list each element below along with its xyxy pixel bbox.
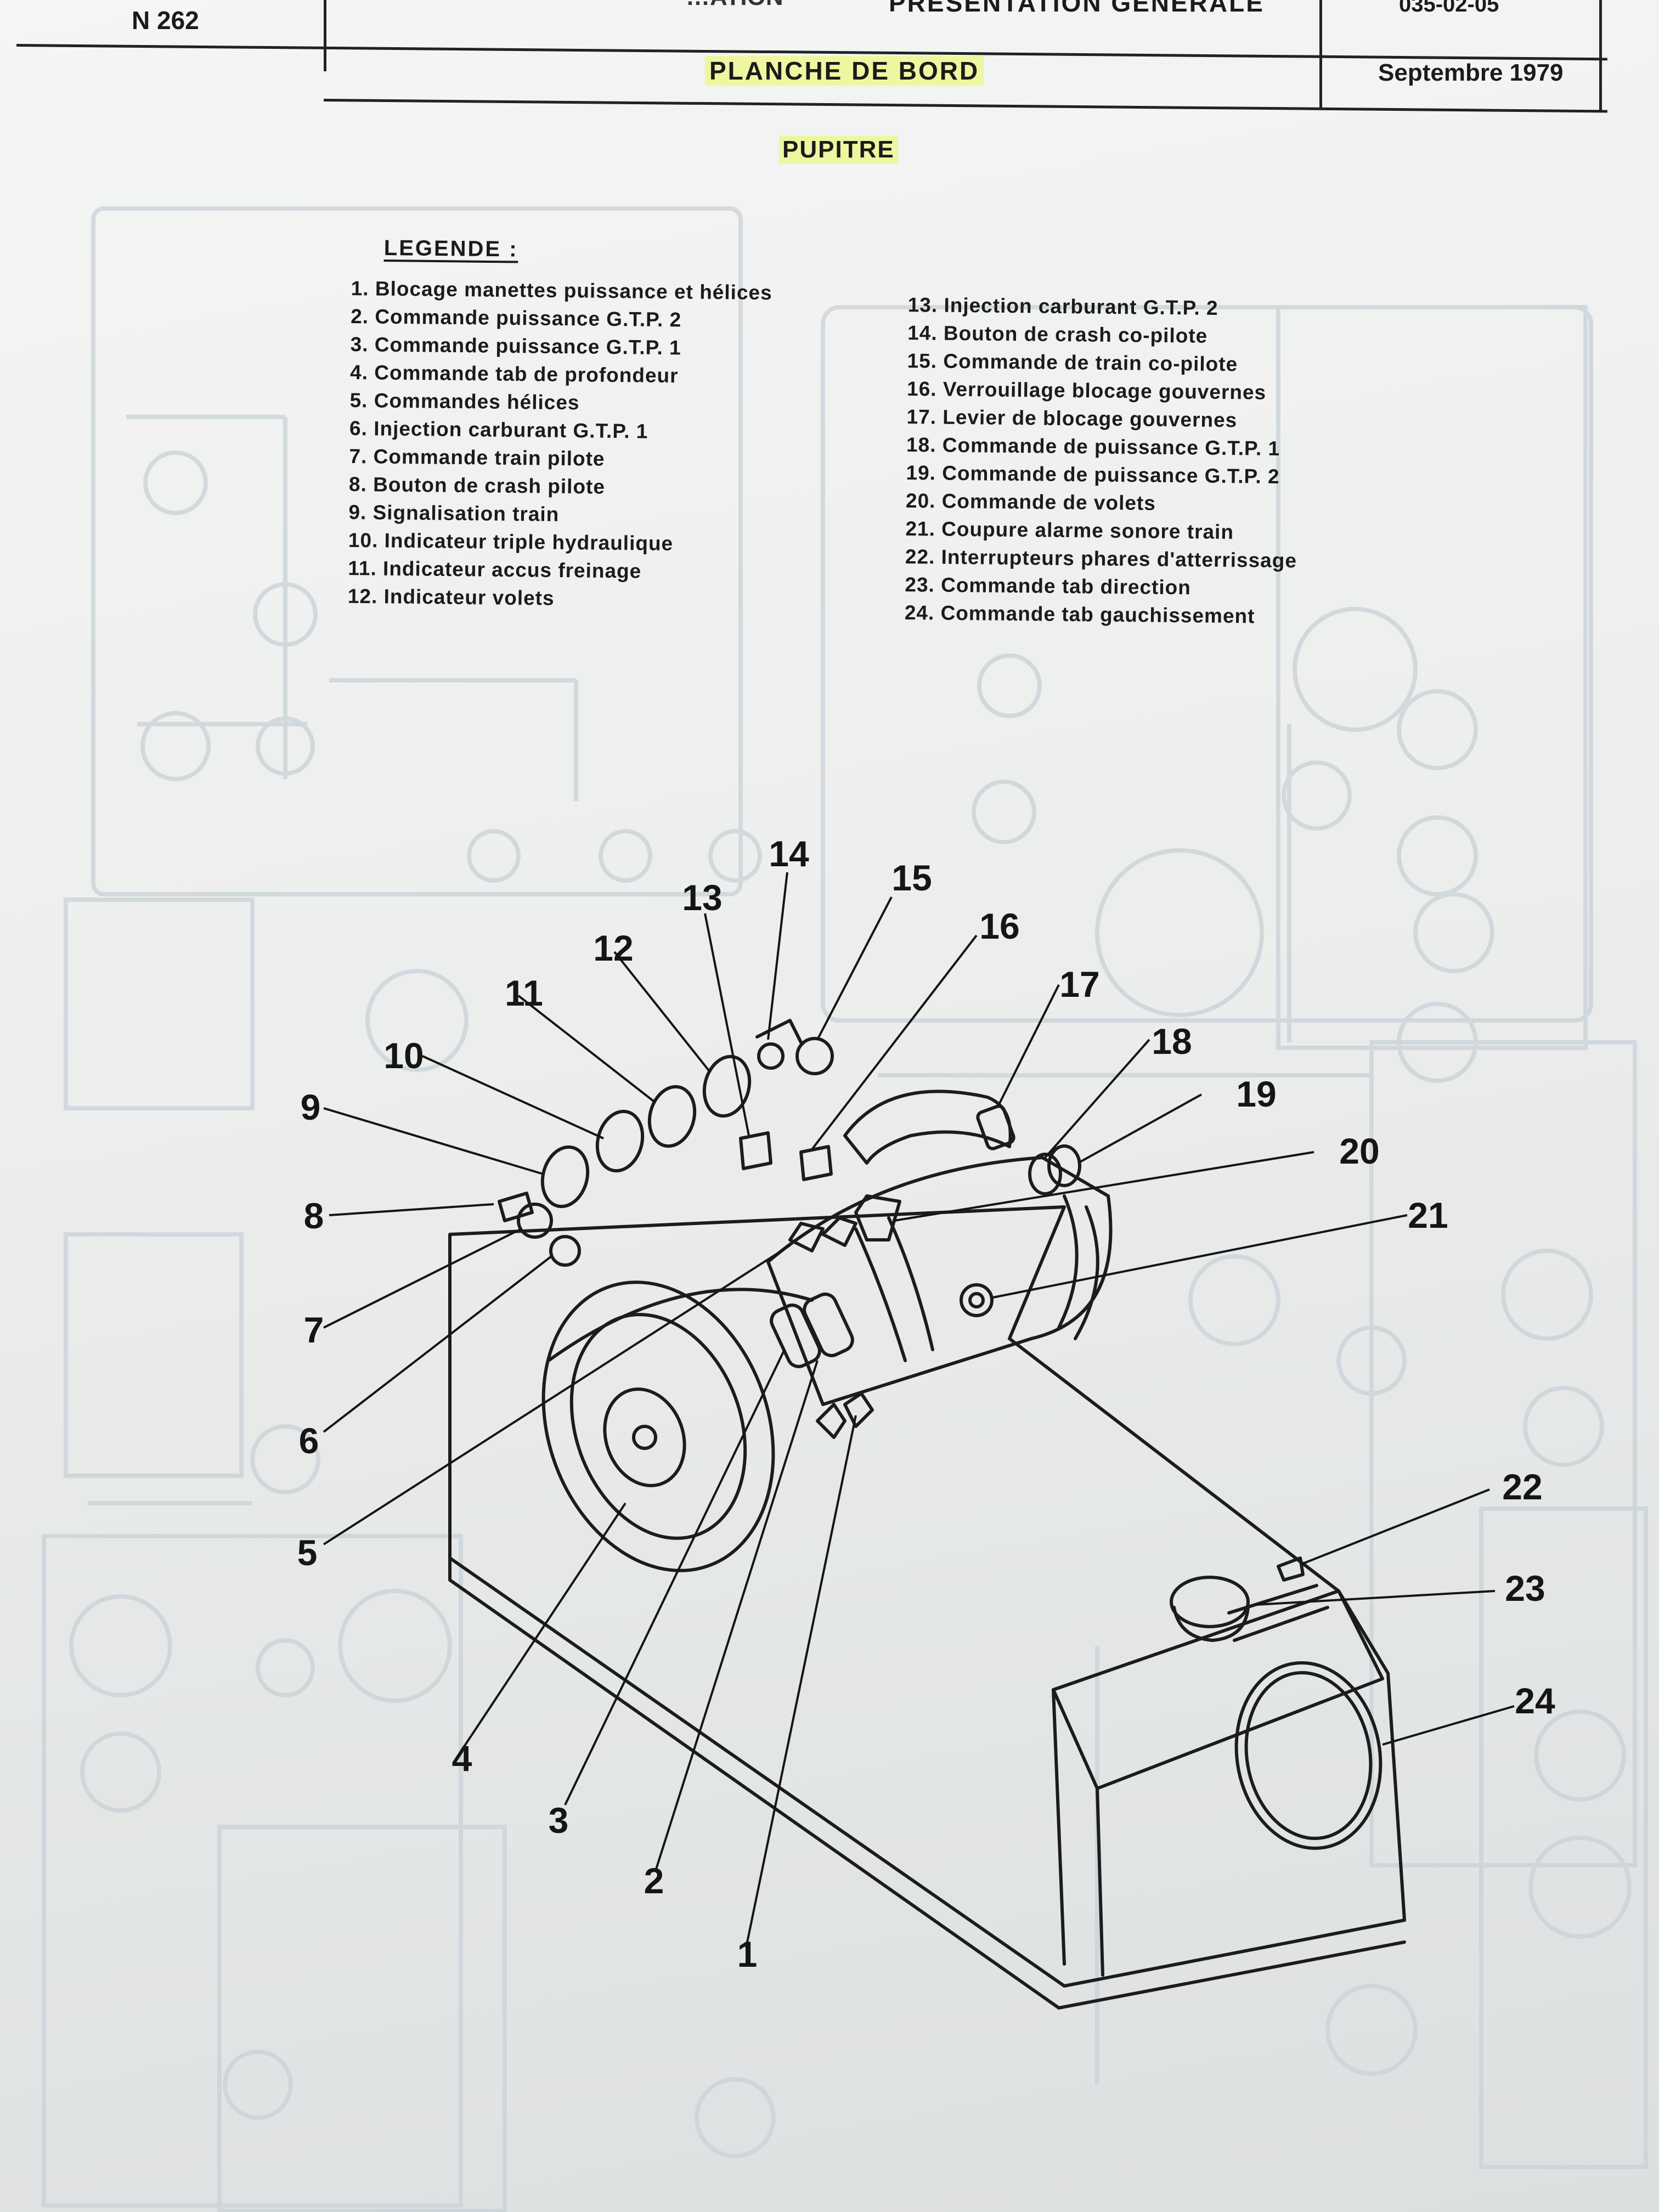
callout-number: 7	[303, 1310, 324, 1350]
gear-alarm-cutout-button	[960, 1283, 994, 1317]
throttle-quadrant-drum	[766, 1156, 1113, 1406]
gust-lock-lever	[843, 1090, 1012, 1165]
callout-number: 2	[644, 1860, 664, 1901]
callout-number: 3	[548, 1800, 569, 1841]
leader-lines	[323, 872, 1515, 1948]
landing-light-switches	[1277, 1556, 1305, 1582]
header-divider-3	[1599, 0, 1602, 112]
copilot-crash-button	[757, 1042, 785, 1070]
pilot-gear-control	[517, 1203, 553, 1239]
callout-number: 19	[1236, 1074, 1277, 1114]
board-title: PLANCHE DE BORD	[705, 56, 984, 86]
header-category: …ATION	[686, 0, 783, 11]
document-number: N 262	[132, 6, 199, 35]
console-body-outline	[448, 1205, 1406, 1988]
callout-number: 16	[979, 906, 1020, 946]
flaps-lever	[854, 1194, 901, 1242]
publication-date: Septembre 1979	[1378, 59, 1564, 86]
brake-accumulator-indicator	[647, 1085, 697, 1148]
propeller-levers	[788, 1216, 857, 1252]
triple-hydraulic-indicator	[595, 1109, 645, 1173]
header-divider-2	[1319, 0, 1322, 110]
control-lock-latch	[799, 1145, 833, 1181]
power-lever-2	[770, 1304, 821, 1368]
callout-number: 11	[505, 973, 543, 1013]
copilot-gear-control	[795, 1037, 834, 1075]
callout-number: 1	[737, 1934, 758, 1974]
callout-number: 12	[593, 928, 634, 968]
callout-number: 6	[298, 1420, 319, 1461]
callout-number: 13	[682, 877, 723, 918]
elevator-trim-wheel	[541, 1280, 775, 1572]
page-subtitle: PUPITRE	[779, 136, 898, 163]
header-divider-1	[324, 0, 326, 71]
callout-number: 4	[452, 1738, 472, 1779]
gear-indicator	[540, 1145, 590, 1209]
flaps-indicator	[702, 1054, 752, 1118]
callout-number: 14	[769, 833, 809, 874]
reference-code: 035-02-05	[1399, 0, 1499, 16]
aileron-trim-wheel	[1234, 1661, 1383, 1850]
callout-number: 24	[1515, 1680, 1555, 1721]
callout-number: 17	[1059, 964, 1100, 1005]
callout-number: 5	[297, 1532, 318, 1573]
console-base-edge	[448, 1556, 1406, 2010]
callout-number: 10	[383, 1035, 424, 1076]
callout-number: 22	[1502, 1466, 1543, 1507]
callout-number: 8	[303, 1195, 324, 1236]
fuel-injection-1	[549, 1235, 581, 1267]
callout-number: 23	[1505, 1568, 1545, 1609]
power-knob-19	[1047, 1144, 1081, 1187]
lever-lock	[816, 1392, 874, 1439]
callout-number: 15	[891, 857, 932, 898]
callout-number: 18	[1152, 1021, 1192, 1062]
header-section: PRESENTATION GENERALE	[889, 0, 1265, 17]
callout-number: 9	[300, 1087, 321, 1127]
pilot-crash-button	[498, 1192, 534, 1222]
fuel-injection-2	[739, 1131, 772, 1170]
power-knob-18	[1028, 1153, 1062, 1195]
callout-number: 21	[1408, 1195, 1448, 1235]
rudder-trim-knob	[1170, 1576, 1250, 1628]
console-right-block	[1052, 1589, 1384, 1790]
callout-number: 20	[1339, 1131, 1380, 1171]
